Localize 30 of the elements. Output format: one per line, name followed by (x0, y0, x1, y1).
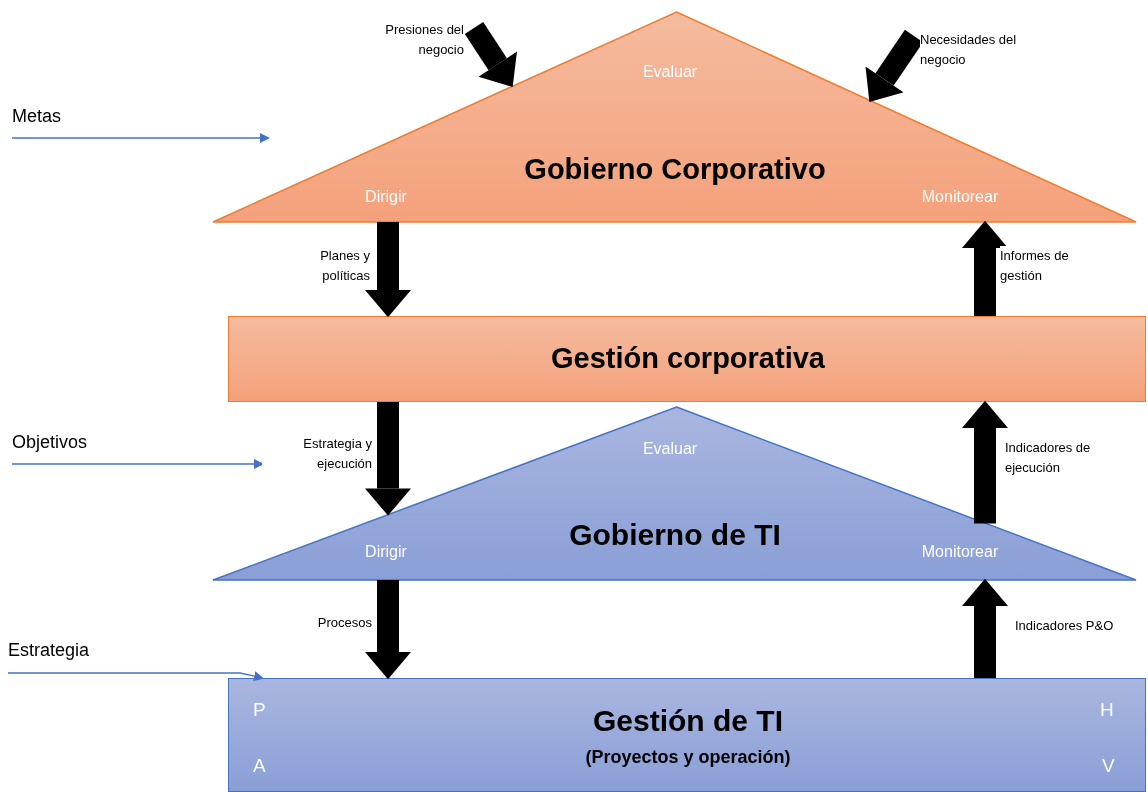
triangle-corner-label: Evaluar (641, 62, 699, 82)
block-arrow (365, 402, 411, 516)
block-arrow (365, 222, 411, 318)
layer-title: Gobierno Corporativo (523, 152, 827, 187)
layer-subtitle: (Proyectos y operación) (584, 747, 792, 769)
cycle-letter: V (1102, 755, 1116, 778)
level-label: Objetivos (12, 432, 89, 454)
cycle-letter: P (253, 699, 267, 722)
layer-bar (228, 316, 1146, 402)
triangle-corner-label: Monitorear (920, 542, 1000, 562)
block-arrow (962, 578, 1008, 678)
layer-bar (228, 678, 1146, 792)
level-label: Metas (12, 106, 63, 128)
block-arrow (365, 580, 411, 680)
triangle-corner-label: Dirigir (364, 542, 408, 562)
triangle-corner-label: Evaluar (641, 439, 699, 459)
block-arrow (962, 220, 1008, 316)
block-arrow (464, 21, 517, 87)
layer-title: Gestión corporativa (550, 341, 826, 376)
arrow (11, 133, 270, 143)
cycle-letter: H (1100, 699, 1115, 722)
arrow (11, 459, 264, 469)
layer-title: Gestión de TI (592, 703, 784, 739)
arrow (7, 671, 264, 682)
layer-title: Gobierno de TI (568, 517, 782, 553)
cycle-letter: A (253, 755, 267, 778)
level-label: Estrategia (8, 640, 91, 662)
triangle-corner-label: Monitorear (920, 187, 1000, 207)
block-arrow (962, 400, 1008, 524)
triangle-corner-label: Dirigir (364, 187, 408, 207)
